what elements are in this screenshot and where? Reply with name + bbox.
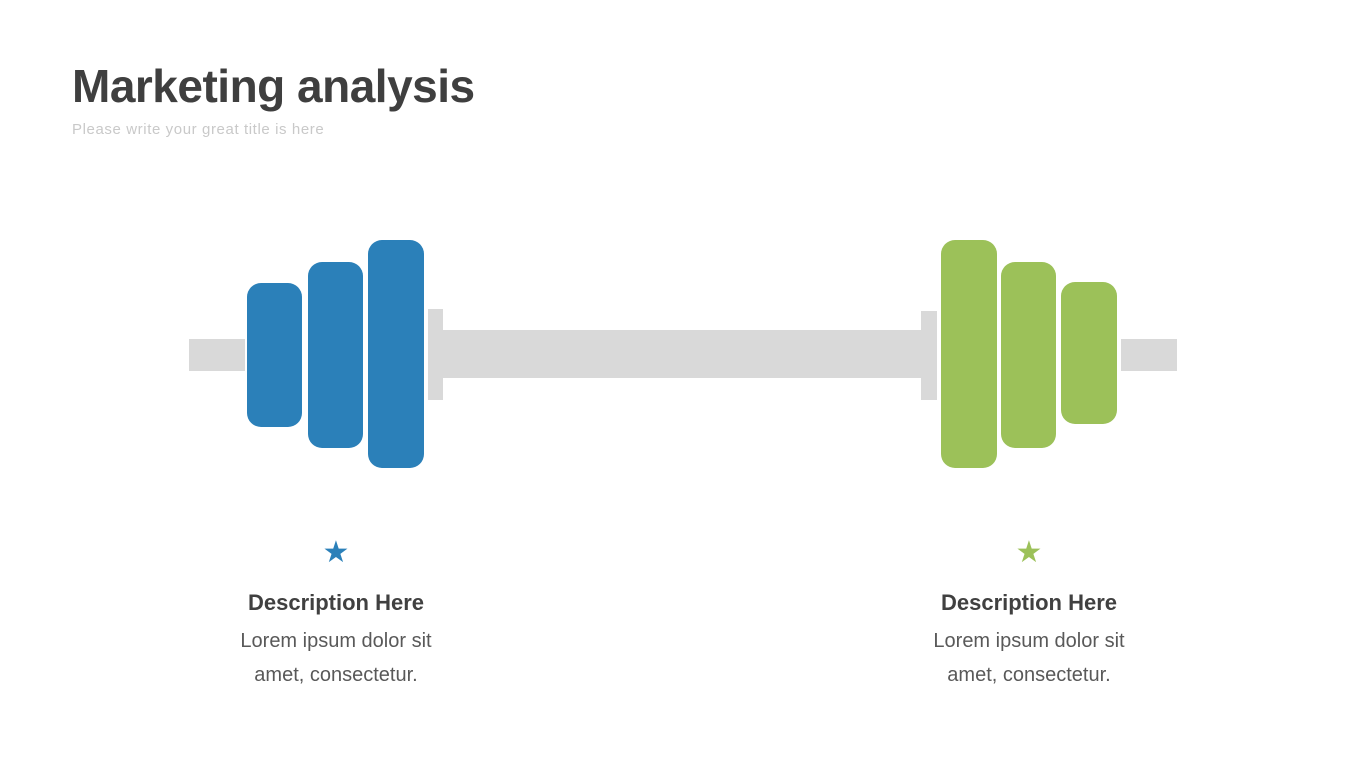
star-icon: ★ xyxy=(1015,536,1043,569)
dumbbell-blue-plate-medium xyxy=(308,262,363,448)
page-title: Marketing analysis xyxy=(72,60,475,112)
description-heading: Description Here xyxy=(247,590,425,615)
dumbbell-right-handle-end xyxy=(1121,339,1177,371)
dumbbell-green-plate-large xyxy=(941,240,997,468)
dumbbell-blue-plate-large xyxy=(368,240,424,468)
slide-header: Marketing analysis Please write your gre… xyxy=(72,60,475,138)
dumbbell-green-plate-medium xyxy=(1001,262,1056,448)
description-body: Lorem ipsum dolor sit amet, consectetur. xyxy=(933,630,1125,686)
dumbbell-bar xyxy=(443,330,921,378)
description-block-right: ★ Description Here Lorem ipsum dolor sit… xyxy=(919,538,1139,692)
dumbbell-green-plate-small xyxy=(1061,282,1117,424)
description-body: Lorem ipsum dolor sit amet, consectetur. xyxy=(240,630,432,686)
page-subtitle: Please write your great title is here xyxy=(72,120,325,138)
description-heading: Description Here xyxy=(940,590,1118,615)
description-block-left: ★ Description Here Lorem ipsum dolor sit… xyxy=(226,538,446,692)
dumbbell-blue-plate-small xyxy=(247,283,302,427)
star-icon: ★ xyxy=(322,536,350,569)
dumbbell-left-collar xyxy=(428,309,443,400)
dumbbell-left-handle-end xyxy=(189,339,245,371)
dumbbell-right-collar xyxy=(921,311,937,400)
